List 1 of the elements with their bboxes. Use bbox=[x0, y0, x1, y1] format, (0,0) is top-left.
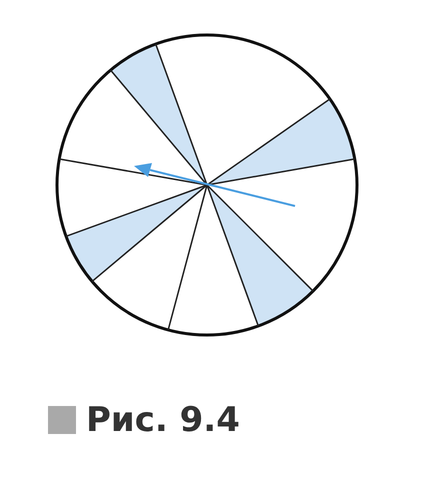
figure-caption: Рис. 9.4 bbox=[86, 400, 240, 440]
